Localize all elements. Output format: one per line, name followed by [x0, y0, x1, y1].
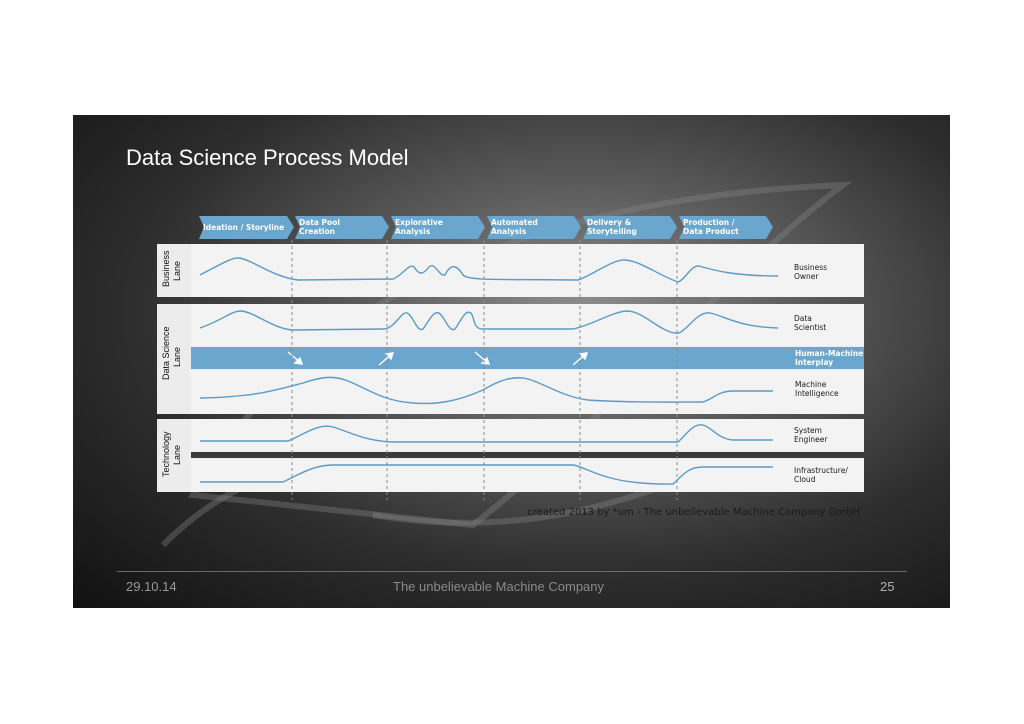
technology-separator — [191, 452, 864, 458]
business-owner-curve — [199, 257, 779, 283]
stage-chevron-5 — [583, 216, 677, 239]
role-business-owner-line2: Owner — [794, 272, 819, 281]
credit-note: created 2013 by *um - The unbelievable M… — [527, 507, 860, 518]
stage-separators — [291, 240, 678, 500]
stage-chevron-4 — [487, 216, 581, 239]
stage-5-label-line1: Delivery & — [587, 218, 632, 227]
stage-3-label-line1: Explorative — [395, 218, 443, 227]
lane-label-data-science-line2: Lane — [172, 347, 182, 367]
interplay-arrows — [287, 351, 589, 366]
lane-label-data-science-line1: Data Science — [161, 326, 171, 380]
stage-6-label-line2: Data Product — [683, 227, 739, 236]
slide: Data Science Process Model Human-Machine… — [73, 115, 950, 608]
machine-intelligence-row — [191, 370, 864, 414]
footer-date: 29.10.14 — [126, 579, 177, 594]
stage-4-label-line2: Analysis — [491, 227, 527, 236]
business-owner-row — [191, 244, 864, 297]
interplay-band — [191, 347, 864, 369]
lane-label-business-line1: Business — [161, 250, 171, 287]
role-machine-intelligence-line2: Intelligence — [795, 389, 839, 398]
role-infrastructure-line2: Cloud — [794, 475, 816, 484]
role-system-engineer-line2: Engineer — [794, 435, 828, 444]
role-system-engineer-line1: System — [794, 426, 822, 435]
stage-2-label-line1: Data Pool — [299, 218, 340, 227]
stage-chevron-2 — [295, 216, 389, 239]
data-scientist-curve — [199, 310, 779, 334]
page-number: 25 — [880, 579, 895, 594]
system-engineer-row — [191, 419, 864, 451]
interplay-label-line2: Interplay — [795, 358, 833, 367]
footer-divider — [117, 571, 907, 572]
stage-chevron-3 — [391, 216, 485, 239]
role-data-scientist-line1: Data — [794, 314, 812, 323]
stage-4-label-line1: Automated — [491, 218, 538, 227]
infrastructure-curve — [200, 464, 773, 485]
stage-2-label-line2: Creation — [299, 227, 335, 236]
role-business-owner-line1: Business — [794, 263, 827, 272]
system-engineer-curve — [200, 424, 773, 443]
stage-1-label: Ideation / Storyline — [203, 223, 284, 232]
role-machine-intelligence-line1: Machine — [795, 380, 827, 389]
stage-chevron-6 — [679, 216, 773, 239]
slide-title: Data Science Process Model — [126, 145, 409, 170]
footer-company: The unbelievable Machine Company — [393, 579, 605, 594]
lane-label-technology-line2: Lane — [172, 445, 182, 465]
process-diagram: Human-Machine Interplay Ideation / Story… — [157, 216, 864, 500]
role-infrastructure-line1: Infrastructure/ — [794, 466, 848, 475]
role-curves — [199, 257, 779, 485]
machine-intelligence-curve — [199, 376, 773, 405]
role-data-scientist-line2: Scientist — [794, 323, 826, 332]
stage-6-label-line1: Production / — [683, 218, 735, 227]
stage-chevrons — [199, 216, 773, 239]
lane-label-technology-line1: Technology — [161, 431, 171, 477]
lane-label-business-line2: Lane — [172, 261, 182, 281]
stage-chevron-1 — [199, 216, 294, 239]
stage-3-label-line2: Analysis — [395, 227, 431, 236]
stage-5-label-line2: Storytelling — [587, 227, 637, 236]
interplay-label-line1: Human-Machine — [795, 349, 863, 358]
